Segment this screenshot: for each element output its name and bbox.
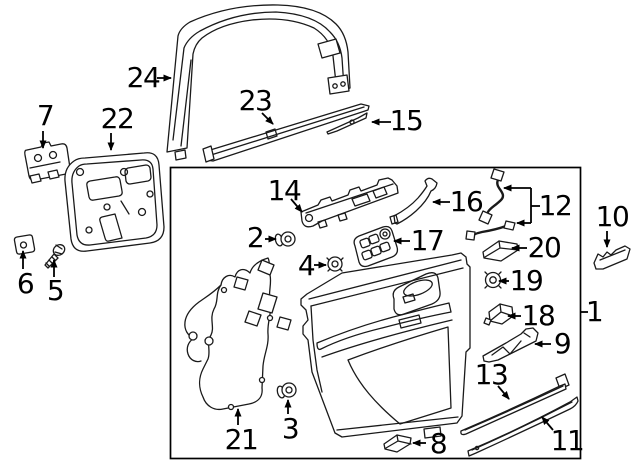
assembly-box xyxy=(169,166,582,460)
callout-11[interactable]: 11 xyxy=(550,424,585,457)
part-20-lamp-drawing xyxy=(482,240,519,262)
part-9-handle-bracket-drawing xyxy=(482,327,539,363)
part-14-switch-plate-drawing xyxy=(300,177,399,229)
callout-13-arrow xyxy=(497,385,510,400)
callout-11-arrow xyxy=(541,416,554,431)
callout-22[interactable]: 22 xyxy=(100,102,135,135)
callout-14[interactable]: 14 xyxy=(267,174,302,207)
callout-23-arrow xyxy=(261,112,274,125)
part-19-clip-drawing xyxy=(484,271,502,289)
part-24-window-frame-drawing xyxy=(166,4,351,161)
callout-19[interactable]: 19 xyxy=(509,264,544,297)
part-22-water-deflector-drawing xyxy=(64,152,165,252)
part-13-trim-strip-drawing xyxy=(460,373,570,436)
part-11-scuff-strip-drawing xyxy=(467,396,579,457)
part-21-wiring-harness-drawing xyxy=(184,257,292,411)
callout-15[interactable]: 15 xyxy=(389,104,424,137)
callout-8[interactable]: 8 xyxy=(429,427,448,460)
callout-16[interactable]: 16 xyxy=(449,185,484,218)
callout-1[interactable]: 1 xyxy=(585,295,604,328)
part-4-nut-drawing xyxy=(326,256,344,272)
callout-20[interactable]: 20 xyxy=(527,231,562,264)
door-trim-panel-drawing xyxy=(300,252,471,439)
callout-21[interactable]: 21 xyxy=(224,423,259,456)
callout-23[interactable]: 23 xyxy=(238,84,273,117)
part-12-cables-drawing xyxy=(465,168,516,241)
part-16-bracket-drawing xyxy=(389,177,438,225)
callout-3[interactable]: 3 xyxy=(281,412,300,445)
callout-5[interactable]: 5 xyxy=(46,274,65,307)
part-15-applique-drawing xyxy=(326,112,368,135)
callout-2[interactable]: 2 xyxy=(246,221,265,254)
part-10-end-cap-drawing xyxy=(593,245,631,270)
part-8-lamp-drawing xyxy=(383,434,412,453)
callout-4[interactable]: 4 xyxy=(297,249,316,282)
callout-14-arrow xyxy=(290,198,303,213)
part-5-bolt-drawing xyxy=(44,244,66,269)
part-6-clip-nut-drawing xyxy=(13,234,36,255)
part-3-fastener-drawing xyxy=(276,382,297,399)
part-7-bracket-drawing xyxy=(24,141,71,184)
callout-13[interactable]: 13 xyxy=(474,358,509,391)
callout-6[interactable]: 6 xyxy=(16,267,35,300)
callout-10[interactable]: 10 xyxy=(595,200,630,233)
part-17-window-switch-drawing xyxy=(353,225,399,268)
callout-24[interactable]: 24 xyxy=(126,61,161,94)
callout-18[interactable]: 18 xyxy=(521,299,556,332)
callout-7[interactable]: 7 xyxy=(36,99,55,132)
part-2-fastener-drawing xyxy=(274,231,296,247)
callout-12[interactable]: 12 xyxy=(538,189,573,222)
part-23-belt-molding-drawing xyxy=(202,103,370,163)
callout-9[interactable]: 9 xyxy=(553,327,572,360)
callout-17[interactable]: 17 xyxy=(410,224,445,257)
